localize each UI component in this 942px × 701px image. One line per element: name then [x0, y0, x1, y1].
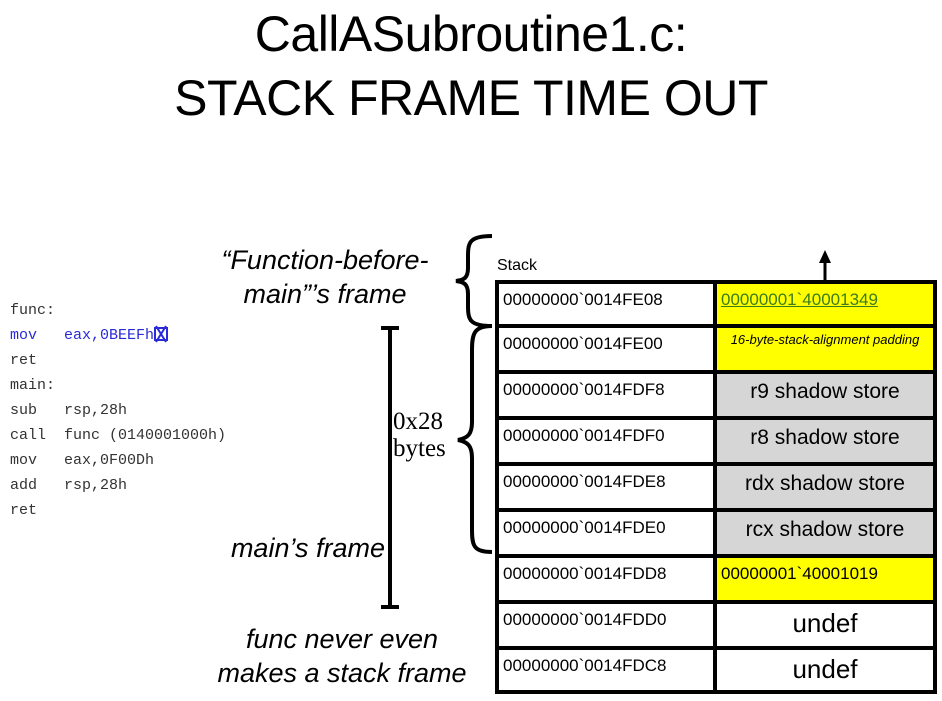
main-frame-label: main’s frame — [230, 533, 385, 563]
code-line: mov eax,0F00Dh — [10, 452, 155, 469]
stack-address: 00000000`0014FDD8 — [495, 556, 717, 602]
return-address-link[interactable]: 00000001`40001349 — [713, 280, 937, 326]
stack-value: r9 shadow store — [713, 372, 937, 418]
stack-address: 00000000`0014FE08 — [495, 280, 717, 326]
code-line: sub rsp,28h — [10, 402, 128, 419]
code-line: ret — [10, 502, 38, 519]
label-line: makes a stack frame — [217, 658, 467, 688]
code-line: ret — [10, 352, 38, 369]
code-line-text: mov eax,0BEEFh — [10, 327, 155, 344]
main-frame-brace — [457, 324, 493, 554]
slide-title-line2: STACK FRAME TIME OUT — [174, 70, 768, 126]
label-line: func never even — [245, 624, 439, 654]
label-line: “Function-before- — [221, 245, 429, 275]
code-line: func: — [10, 302, 56, 319]
stack-value: rdx shadow store — [713, 464, 937, 510]
label-line: bytes — [393, 435, 446, 462]
breakpoint-icon[interactable] — [154, 325, 169, 343]
stack-address: 00000000`0014FE00 — [495, 326, 717, 372]
stack-address: 00000000`0014FDE8 — [495, 464, 717, 510]
frame-size-bracket — [381, 326, 399, 609]
frame-size-label: 0x28 bytes — [393, 408, 446, 462]
code-line: add rsp,28h — [10, 477, 128, 494]
label-line: main”’s frame — [243, 279, 407, 309]
stack-value: 00000001`40001019 — [713, 556, 937, 602]
stack-address: 00000000`0014FDD0 — [495, 602, 717, 648]
stack-address: 00000000`0014FDC8 — [495, 648, 717, 694]
stack-value: undef — [713, 648, 937, 694]
stack-value: 16-byte-stack-alignment padding — [713, 326, 937, 372]
stack-continues-up-arrow — [819, 250, 831, 280]
label-line: 0x28 — [393, 408, 443, 435]
stack-label: Stack — [497, 257, 538, 274]
stack-address: 00000000`0014FDE0 — [495, 510, 717, 556]
disassembly-listing: func: mov eax,0BEEFh ret main: sub rsp,2… — [10, 298, 226, 523]
code-line: call func (0140001000h) — [10, 427, 227, 444]
func-no-frame-note: func never even makes a stack frame — [192, 622, 492, 690]
slide-title-line1: CallASubroutine1.c: — [254, 6, 688, 62]
function-before-main-frame-label: “Function-before- main”’s frame — [195, 243, 455, 311]
stack-address: 00000000`0014FDF0 — [495, 418, 717, 464]
code-line: main: — [10, 377, 56, 394]
stack-value: r8 shadow store — [713, 418, 937, 464]
function-before-main-brace — [455, 234, 493, 328]
stack-address: 00000000`0014FDF8 — [495, 372, 717, 418]
stack-value: rcx shadow store — [713, 510, 937, 556]
stack-value: undef — [713, 602, 937, 648]
code-line-current: mov eax,0BEEFh — [10, 323, 226, 348]
